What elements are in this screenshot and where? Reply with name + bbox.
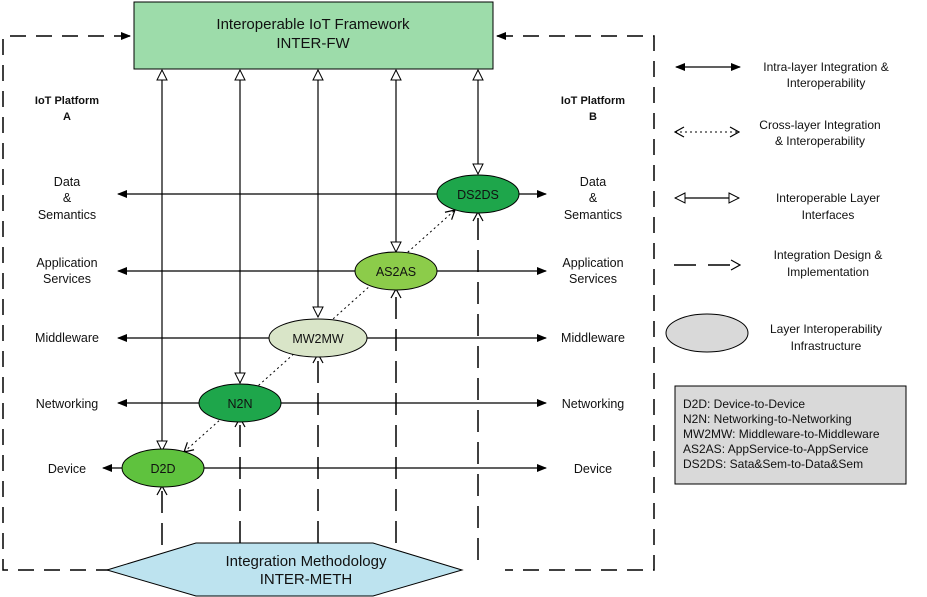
layer-label-b-net: Networking [562, 397, 625, 411]
node-d2d-label: D2D [150, 462, 175, 476]
node-mw2mw-label: MW2MW [292, 332, 344, 346]
legend-cross-2: & Interoperability [775, 134, 865, 148]
node-mw2mw: MW2MW [268, 318, 368, 358]
abbreviation-box: D2D: Device-to-Device N2N: Networking-to… [674, 385, 907, 485]
layer-label-a-app-1: Application [36, 256, 97, 270]
layer-label-a-data-1: Data [54, 175, 80, 189]
legend-infra-1: Layer Interoperability [770, 322, 882, 336]
legend-cross-1: Cross-layer Integration [759, 118, 880, 132]
layer-label-b-data-1: Data [580, 175, 606, 189]
layer-label-b-mw: Middleware [561, 331, 625, 345]
legend-cross-layer: Cross-layer Integration & Interoperabili… [675, 118, 881, 148]
layer-label-a-data-3: Semantics [38, 208, 96, 222]
framework-title: Interoperable IoT Framework [216, 16, 410, 33]
node-n2n: N2N [198, 383, 282, 423]
legend-design-2: Implementation [787, 265, 869, 279]
integration-design-frame [2, 32, 655, 571]
inter-meth-hexagon: Integration Methodology INTER-METH [105, 542, 464, 597]
abbr-d2d: D2D: Device-to-Device [683, 397, 805, 411]
node-n2n-label: N2N [227, 397, 252, 411]
legend-interfaces-1: Interoperable Layer [776, 191, 880, 205]
legend-intra-layer: Intra-layer Integration & Interoperabili… [675, 60, 889, 90]
framework-subtitle: INTER-FW [276, 35, 350, 52]
layer-label-a-data-2: & [63, 191, 72, 205]
legend-design-1: Integration Design & [774, 248, 883, 262]
platform-b-letter: B [589, 111, 597, 123]
legend-intra-2: Interoperability [787, 76, 866, 90]
legend-interfaces: Interoperable Layer Interfaces [675, 191, 880, 222]
layer-label-a-mw: Middleware [35, 331, 99, 345]
platform-b-label: IoT Platform [561, 95, 625, 107]
infrastructure-ellipse-icon [665, 313, 749, 353]
layer-label-a-dev: Device [48, 462, 86, 476]
legend-interfaces-2: Interfaces [802, 208, 855, 222]
node-ds2ds-label: DS2DS [457, 188, 499, 202]
methodology-subtitle: INTER-METH [260, 571, 353, 588]
legend: Intra-layer Integration & Interoperabili… [665, 60, 907, 485]
layer-label-b-data-2: & [589, 191, 598, 205]
abbr-n2n: N2N: Networking-to-Networking [683, 412, 852, 426]
layer-label-a-app-2: Services [43, 272, 91, 286]
node-as2as: AS2AS [354, 251, 438, 291]
layer-label-b-app-2: Services [569, 272, 617, 286]
abbr-ds2ds: DS2DS: Sata&Sem-to-Data&Sem [683, 457, 863, 471]
layer-label-b-data-3: Semantics [564, 208, 622, 222]
legend-infrastructure: Layer Interoperability Infrastructure [665, 313, 882, 353]
methodology-title: Integration Methodology [226, 553, 387, 570]
layer-labels-a: Data & Semantics Application Services Mi… [35, 175, 99, 476]
legend-intra-1: Intra-layer Integration & [763, 60, 888, 74]
platform-a-label: IoT Platform [35, 95, 99, 107]
layer-label-b-app-1: Application [562, 256, 623, 270]
legend-infra-2: Infrastructure [791, 339, 862, 353]
node-d2d: D2D [121, 448, 205, 488]
legend-design: Integration Design & Implementation [674, 248, 882, 279]
abbr-as2as: AS2AS: AppService-to-AppService [683, 442, 869, 456]
node-ds2ds: DS2DS [436, 174, 520, 214]
node-as2as-label: AS2AS [376, 265, 416, 279]
layer-labels-b: Data & Semantics Application Services Mi… [561, 175, 625, 476]
layer-label-a-net: Networking [36, 397, 99, 411]
layer-label-b-dev: Device [574, 462, 612, 476]
inter-fw-box: Interoperable IoT Framework INTER-FW [133, 1, 494, 70]
platform-a-letter: A [63, 111, 71, 123]
abbr-mw2mw: MW2MW: Middleware-to-Middleware [683, 427, 880, 441]
